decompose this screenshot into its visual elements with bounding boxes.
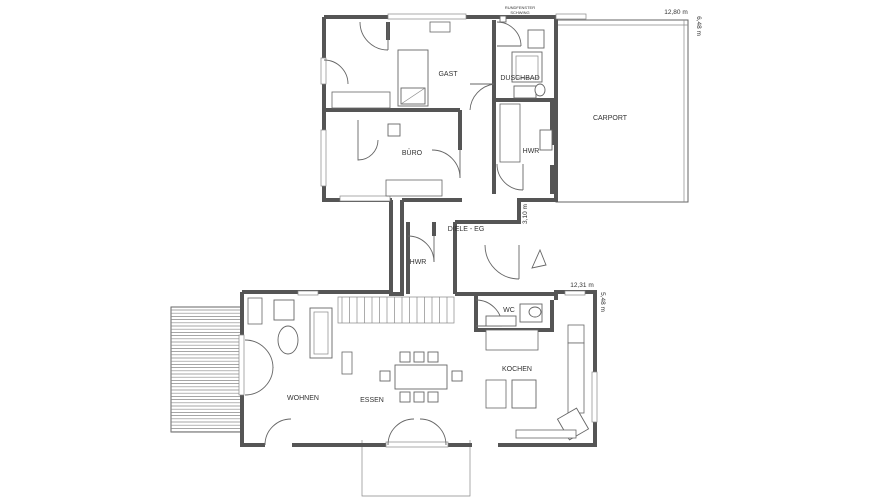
dining-chair [427,391,439,403]
dimension-lower-height: 5,48 m [599,292,606,312]
dining-chair [399,351,411,363]
room-label-buero: BÜRO [402,149,423,157]
dimension-top-width: 12,80 m [664,9,688,16]
room-label-diele: DIELE - EG [448,226,485,233]
room-label-hwr-lower: HWR [410,259,427,266]
room-label-kochen: KOCHEN [502,366,532,373]
patio-outline [361,440,471,497]
dining-chair [451,370,463,382]
annotation-schwing: SCHWING [510,10,529,15]
dining-chair [399,391,411,403]
room-label-duschbad: DUSCHBAD [500,75,539,82]
room-label-wohnen: WOHNEN [287,395,319,402]
windows [238,13,598,448]
dimension-diele-width: 3,10 m [522,204,529,224]
room-label-gast: GAST [438,71,458,78]
annotation-rundfenster: RUNDFENSTER [505,5,535,10]
furniture [247,15,590,441]
dining-chair [427,351,439,363]
dining-chair [413,391,425,403]
room-label-carport: CARPORT [593,115,628,122]
room-label-wc: WC [503,307,515,314]
terrace-deck [170,306,243,433]
dining-chair [379,370,391,382]
doors [244,21,524,446]
dimension-top-height: 6,48 m [695,16,702,36]
carport-structure [555,19,689,203]
dimension-lower-width: 12,31 m [570,282,594,289]
room-label-essen: ESSEN [360,397,384,404]
room-label-hwr-upper: HWR [523,148,540,155]
dining-chair [413,351,425,363]
